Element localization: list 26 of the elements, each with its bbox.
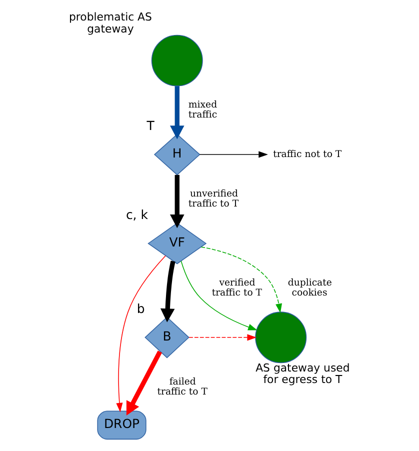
arrow bbox=[170, 174, 184, 228]
node-label: b bbox=[136, 301, 145, 316]
arrow bbox=[199, 151, 268, 158]
arrow bbox=[180, 260, 258, 330]
arrow bbox=[116, 255, 166, 412]
node-box: DROP bbox=[97, 410, 146, 440]
node-circle bbox=[255, 312, 307, 364]
node-circle bbox=[151, 34, 203, 86]
node-diamond: VF bbox=[148, 222, 207, 264]
node-diamond: B bbox=[144, 316, 190, 358]
edge-label: unverified traffic to T bbox=[188, 188, 239, 210]
arrow bbox=[170, 86, 184, 140]
arrow bbox=[160, 260, 176, 322]
arrow bbox=[126, 350, 162, 416]
node-diamond: H bbox=[154, 134, 200, 176]
edge-label: mixed traffic bbox=[188, 99, 218, 121]
edge-label: failed traffic to T bbox=[157, 376, 208, 398]
node-label: T bbox=[146, 118, 154, 134]
edge-label: duplicate cookies bbox=[288, 277, 332, 298]
arrow bbox=[200, 246, 282, 314]
node-label: AS gateway used for egress to T bbox=[256, 361, 350, 386]
arrow bbox=[188, 334, 257, 341]
edge-label: verified traffic to T bbox=[212, 277, 262, 298]
node-label: problematic AS gateway bbox=[68, 10, 152, 36]
node-label: c, k bbox=[126, 207, 148, 222]
node-text: traffic not to T bbox=[273, 148, 342, 160]
